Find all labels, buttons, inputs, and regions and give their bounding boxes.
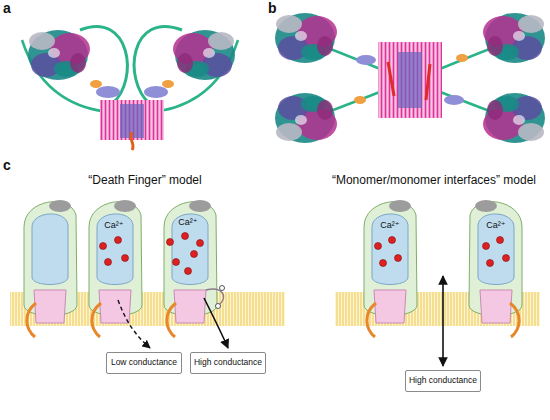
death-finger-cartoon <box>24 200 228 348</box>
calcium-ions <box>100 233 204 275</box>
model-title: “Monomer/monomer interfaces” model <box>318 174 550 187</box>
ion-label: Ca²⁺ <box>478 221 514 231</box>
model-title: “Death Finger” model <box>20 174 270 187</box>
box-text: High conductance <box>409 376 477 385</box>
calcium-ions <box>375 237 510 267</box>
box-text: Low conductance <box>111 358 177 367</box>
monomer-interface-cartoon <box>364 200 522 366</box>
ion-label: Ca²⁺ <box>170 218 206 228</box>
conductance-box: Low conductance <box>106 352 182 374</box>
box-text: High conductance <box>194 358 262 367</box>
conductance-box: High conductance <box>405 370 481 392</box>
ion-label: Ca²⁺ <box>96 221 132 231</box>
panel-letter: c <box>3 158 23 173</box>
panel-letter: b <box>268 1 288 16</box>
panel-letter: a <box>3 1 23 16</box>
ion-label: Ca²⁺ <box>372 221 408 231</box>
conductance-box: High conductance <box>190 352 266 374</box>
panel-a-structure <box>22 26 238 150</box>
panel-b-structure <box>275 13 545 143</box>
